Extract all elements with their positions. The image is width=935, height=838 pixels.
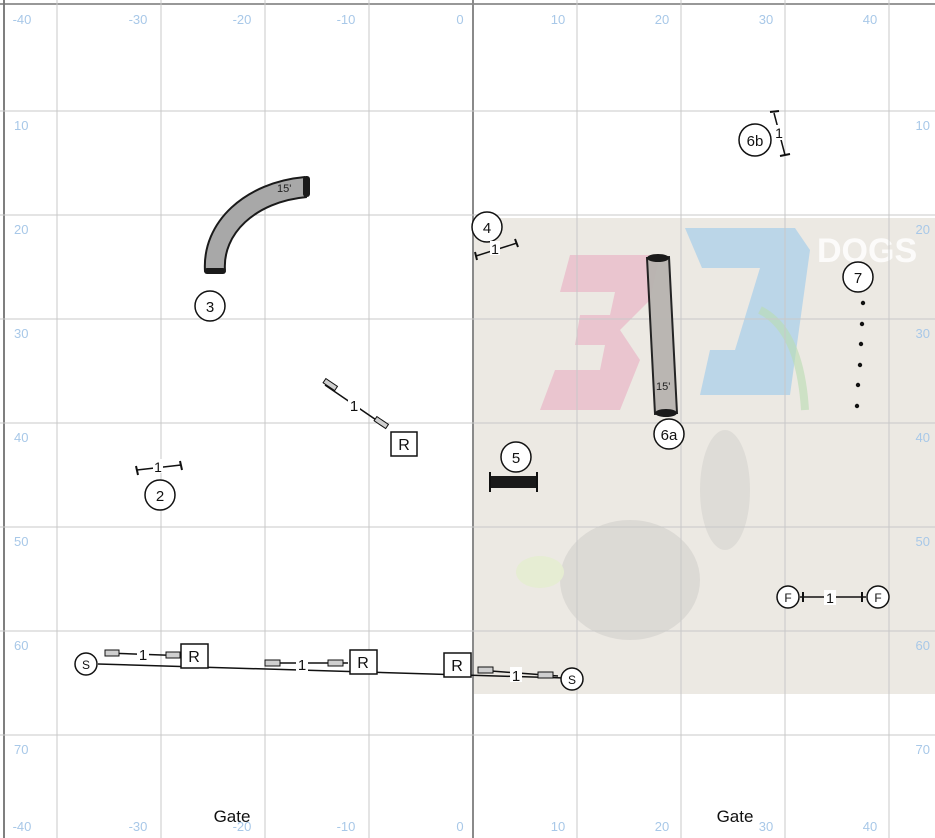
grid-x-label-bottom: -10 [337,819,356,834]
grid-x-label-top: -20 [233,12,252,27]
grid-y-label-left: 30 [14,326,28,341]
grid-x-label-bottom: 40 [863,819,877,834]
grid-x-label-top: 20 [655,12,669,27]
grid-y-label-left: 50 [14,534,28,549]
weave-pole [861,301,865,305]
jump-6b-bar-label: 1 [775,125,783,141]
grid-y-label-left: 20 [14,222,28,237]
grid-x-label-top: 10 [551,12,565,27]
jump-2-bar-label: 1 [154,459,162,475]
grid-y-label-left: 10 [14,118,28,133]
start-line-marker-2: R [357,655,369,672]
watermark-disc [516,556,564,588]
jump-2: 1 2 [136,459,182,510]
tunnel-3-start-cap [204,268,226,274]
start-line-jump-3-wing-right [538,672,553,678]
jump-6b: 1 6b [739,111,790,156]
start-right-marker: S [568,673,576,687]
grid-x-label-top: 40 [863,12,877,27]
start-line-jump-1-wing-left [105,650,119,656]
jump-6b-top-wing [770,111,779,112]
gate-right-label: Gate [717,807,754,826]
weave-pole [860,322,864,326]
grid-y-label-left: 60 [14,638,28,653]
table-5-board [491,476,536,488]
tunnel-6a-length-label: 15' [656,381,670,393]
finish-line: 1 F F [777,586,889,608]
weaves-7-number: 7 [854,270,862,287]
start-line-jump-2-wing-right [328,660,343,666]
grid-y-label-right: 50 [916,534,930,549]
panel-jump-center-bar-label: 1 [350,398,358,415]
grid-y-label-right: 10 [916,118,930,133]
jump-6b-number: 6b [747,133,764,150]
watermark-dog-shadow-2 [700,430,750,550]
start-line-jump-2-label: 1 [298,657,306,674]
tunnel-3-number: 3 [206,299,214,316]
grid-x-label-bottom: 10 [551,819,565,834]
finish-line-bar-label: 1 [826,590,834,606]
start-line-jump-3-wing-left [478,667,493,673]
grid-y-label-right: 70 [916,742,930,757]
grid-x-label-bottom: -40 [13,819,32,834]
tunnel-3-length-label: 15' [277,183,291,195]
table-5-number: 5 [512,450,520,467]
grid-x-label-top: -30 [129,12,148,27]
grid-y-label-right: 20 [916,222,930,237]
weave-pole [859,342,863,346]
jump-6b-bottom-wing [780,154,790,156]
tunnel-6a-top-cap [647,254,669,262]
weave-pole [855,404,859,408]
jump-4-number: 4 [483,220,491,237]
tunnel-6a-number: 6a [661,427,678,444]
watermark-dog-shadow [560,520,700,640]
start-line-marker-3: R [451,658,463,675]
start-line-jump-2-wing-left [265,660,280,666]
start-line-marker-1: R [188,649,200,666]
panel-jump-center-wing-bottom [374,417,388,429]
grid-x-label-bottom: 30 [759,819,773,834]
grid-x-label-top: 30 [759,12,773,27]
start-line-jump-3-label: 1 [512,668,520,685]
gate-left-label: Gate [214,807,251,826]
jump-2-number: 2 [156,488,164,505]
jump-2-right-wing [180,461,182,470]
grid-x-label-bottom: -30 [129,819,148,834]
grid-x-label-top: -10 [337,12,356,27]
grid-y-label-left: 70 [14,742,28,757]
jump-2-left-wing [136,466,138,475]
grid-y-label-right: 60 [916,638,930,653]
grid-y-label-right: 30 [916,326,930,341]
weave-pole [858,363,862,367]
start-line-jump-1-label: 1 [139,647,147,664]
finish-right-marker: F [874,591,881,605]
grid-x-label-top: 0 [456,12,463,27]
tunnel-6a-bottom-cap [655,409,677,417]
finish-left-marker: F [784,591,791,605]
grid-y-label-right: 40 [916,430,930,445]
start-line-jump-1-wing-right [166,652,180,658]
weave-pole [856,383,860,387]
jump-4-bar-label: 1 [491,241,499,257]
grid-x-label-bottom: 20 [655,819,669,834]
tunnel-3-end-cap [303,176,310,197]
start-left-marker: S [82,658,90,672]
grid-x-label-top: -40 [13,12,32,27]
grid-x-label-bottom: 0 [456,819,463,834]
grid-y-label-left: 40 [14,430,28,445]
tunnel-3: 15' 3 [195,176,310,321]
panel-jump-center: 1 R [323,379,417,456]
panel-jump-center-marker: R [398,437,410,454]
